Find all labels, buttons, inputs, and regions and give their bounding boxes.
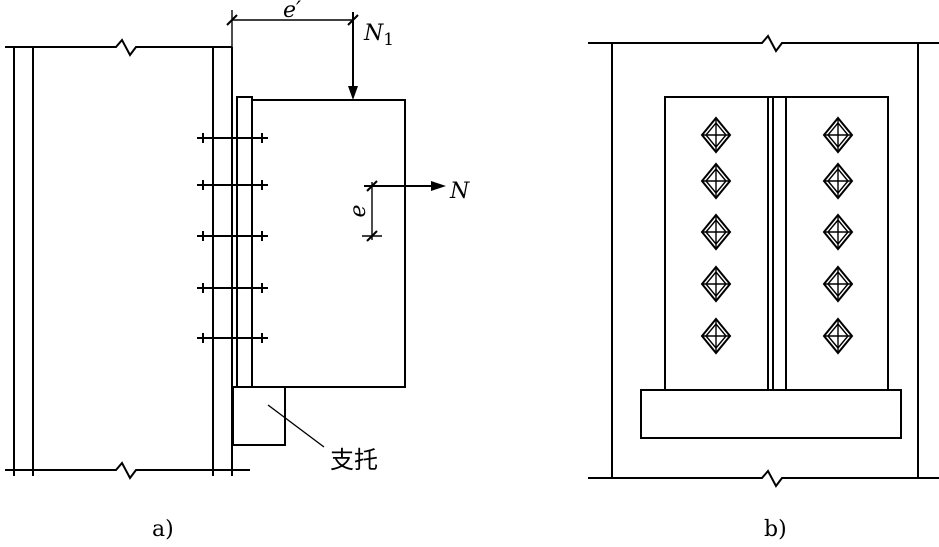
bolt-symbol [700,116,732,154]
arrow-head [431,181,446,191]
bracket-label: 支托 [330,446,378,474]
bolt-rows [197,133,268,343]
force-n-arrow: N [364,179,470,204]
bolt-symbol [822,213,854,251]
arrow-head [348,86,358,100]
dimension-e-label: e [346,204,371,217]
bolt-symbol [700,317,732,355]
bolt-symbol [822,162,854,200]
figure-b-caption: b) [764,517,787,542]
support-bracket-plate [640,389,902,439]
bolt-section [197,231,268,241]
dimension-tick-top [366,180,378,192]
bolt-symbol [822,317,854,355]
bolt-grid [700,116,854,355]
bolt-section [197,333,268,343]
end-plate [236,96,253,388]
bolt-symbol [700,213,732,251]
dimension-e-prime-label: e′ [283,0,301,23]
force-n1-symbol: N [363,21,384,46]
beam-end [251,99,406,388]
column-bottom-break-line [5,461,250,480]
bolt-symbol [822,116,854,154]
figure-b: b) [588,34,939,542]
dimension-e-prime: e′ [226,0,359,47]
figure-a-caption: a) [152,517,174,542]
bolt-symbol [700,265,732,303]
column-top-break-line [5,38,232,57]
force-n1-arrow: N1 [348,12,394,100]
dimension-tick-bottom [366,230,378,242]
column-top-break-line [588,34,939,53]
bolt-symbol [822,265,854,303]
bolt-section [197,180,268,190]
force-n1-subscript: 1 [383,30,394,50]
figure-a: e′ N1 N e 支托 a) [5,0,470,542]
bolt-symbol [700,162,732,200]
support-bracket [232,386,286,446]
bolt-section [197,283,268,293]
dimension-tick-left [226,14,238,26]
force-n1-label: N1 [363,21,394,50]
column-bottom-break-line [588,469,939,488]
dimension-e: e [346,180,382,242]
force-n-label: N [449,179,470,204]
bracket-leader-line [267,404,325,448]
bolt-section [197,133,268,143]
